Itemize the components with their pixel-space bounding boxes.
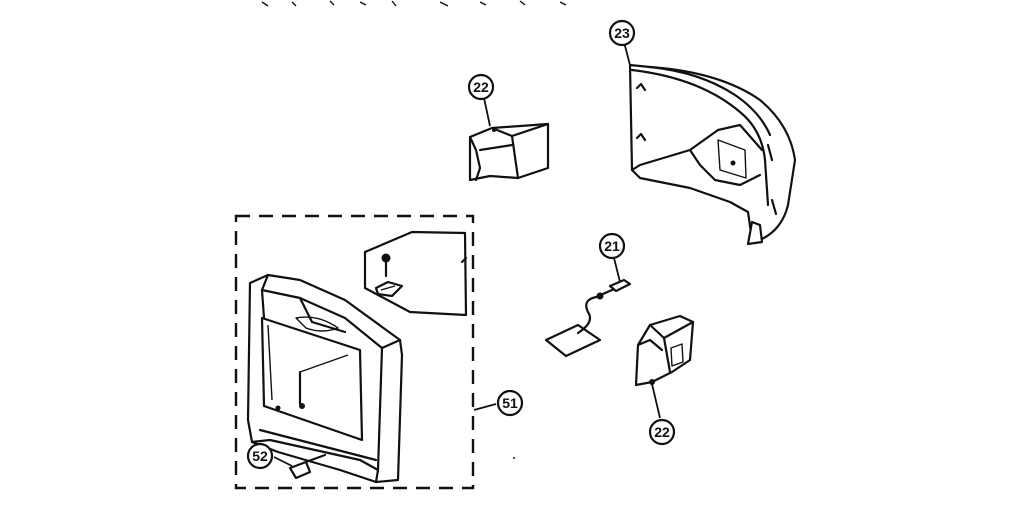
rear-cabinet-part-23 [628, 63, 797, 246]
callout-51-label: 51 [502, 395, 518, 411]
cable-assembly-part-21 [544, 278, 632, 358]
speaker-box-part-22-top [468, 122, 550, 182]
callout-22-bottom: 22 [648, 418, 676, 446]
mounting-bracket-panel [363, 230, 468, 317]
speaker-box-part-22-bottom [634, 314, 695, 387]
callout-52-label: 52 [252, 448, 268, 464]
callout-21: 21 [598, 232, 626, 260]
callout-22-bottom-label: 22 [654, 424, 670, 440]
callout-22-top: 22 [467, 73, 495, 101]
top-edge-remnant [261, 0, 567, 7]
front-cabinet-part-51 [246, 273, 404, 484]
stray-dot [513, 457, 515, 459]
callout-22-top-label: 22 [473, 79, 489, 95]
callout-23-label: 23 [614, 25, 630, 41]
small-bracket-part-52 [288, 453, 327, 480]
callout-21-label: 21 [604, 238, 620, 254]
callout-leaders [273, 41, 661, 467]
callout-23: 23 [608, 19, 636, 47]
front-cabinet-assembly-box [234, 214, 475, 490]
callout-51: 51 [496, 389, 524, 417]
callout-52: 52 [246, 442, 274, 470]
